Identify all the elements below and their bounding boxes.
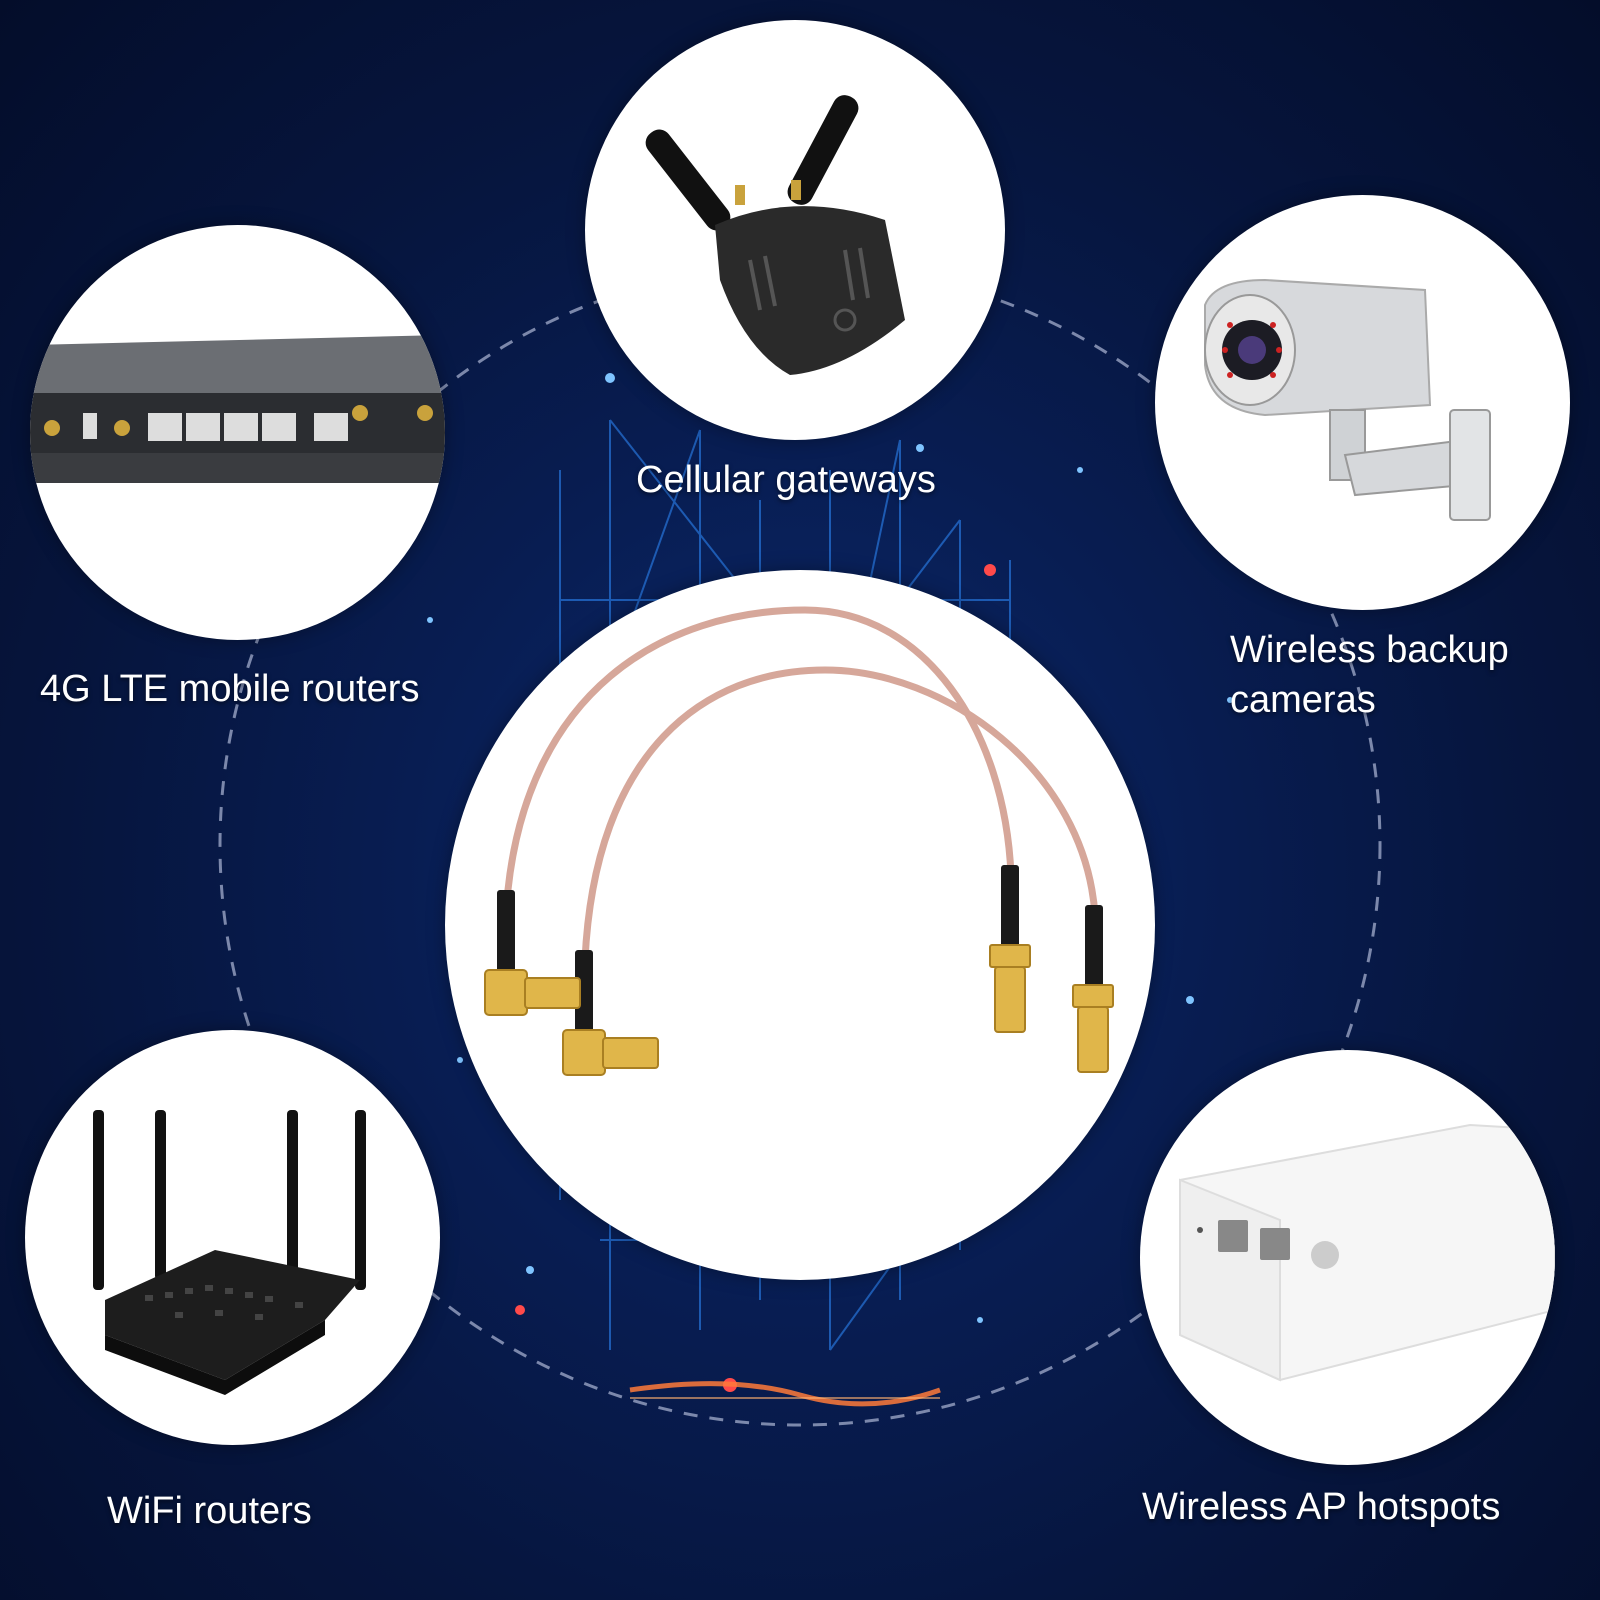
lte-router-icon (30, 335, 445, 483)
wifi-router-disc (25, 1030, 440, 1445)
lte-router-disc (30, 225, 445, 640)
cellular-gateway-icon (645, 95, 905, 375)
product-disc (445, 570, 1155, 1280)
wifi-router-icon (93, 1110, 366, 1395)
label-cellular-gateways: Cellular gateways (636, 459, 936, 501)
camera-disc (1155, 195, 1570, 610)
label-4g-lte-mobile-routers: 4G LTE mobile routers (40, 668, 420, 710)
label-wireless-ap-hotspots: Wireless AP hotspots (1142, 1486, 1501, 1528)
label-wifi-routers: WiFi routers (107, 1490, 312, 1532)
cellular-gateway-disc (585, 20, 1005, 440)
label-wireless-backup-cameras-line2: cameras (1230, 679, 1376, 721)
rf-coax-cable-icon (484, 606, 1114, 1076)
security-camera-icon (1204, 278, 1491, 521)
access-point-icon (1179, 1123, 1555, 1382)
label-wireless-backup-cameras-line1: Wireless backup (1230, 629, 1509, 671)
access-point-disc (1140, 1050, 1555, 1465)
